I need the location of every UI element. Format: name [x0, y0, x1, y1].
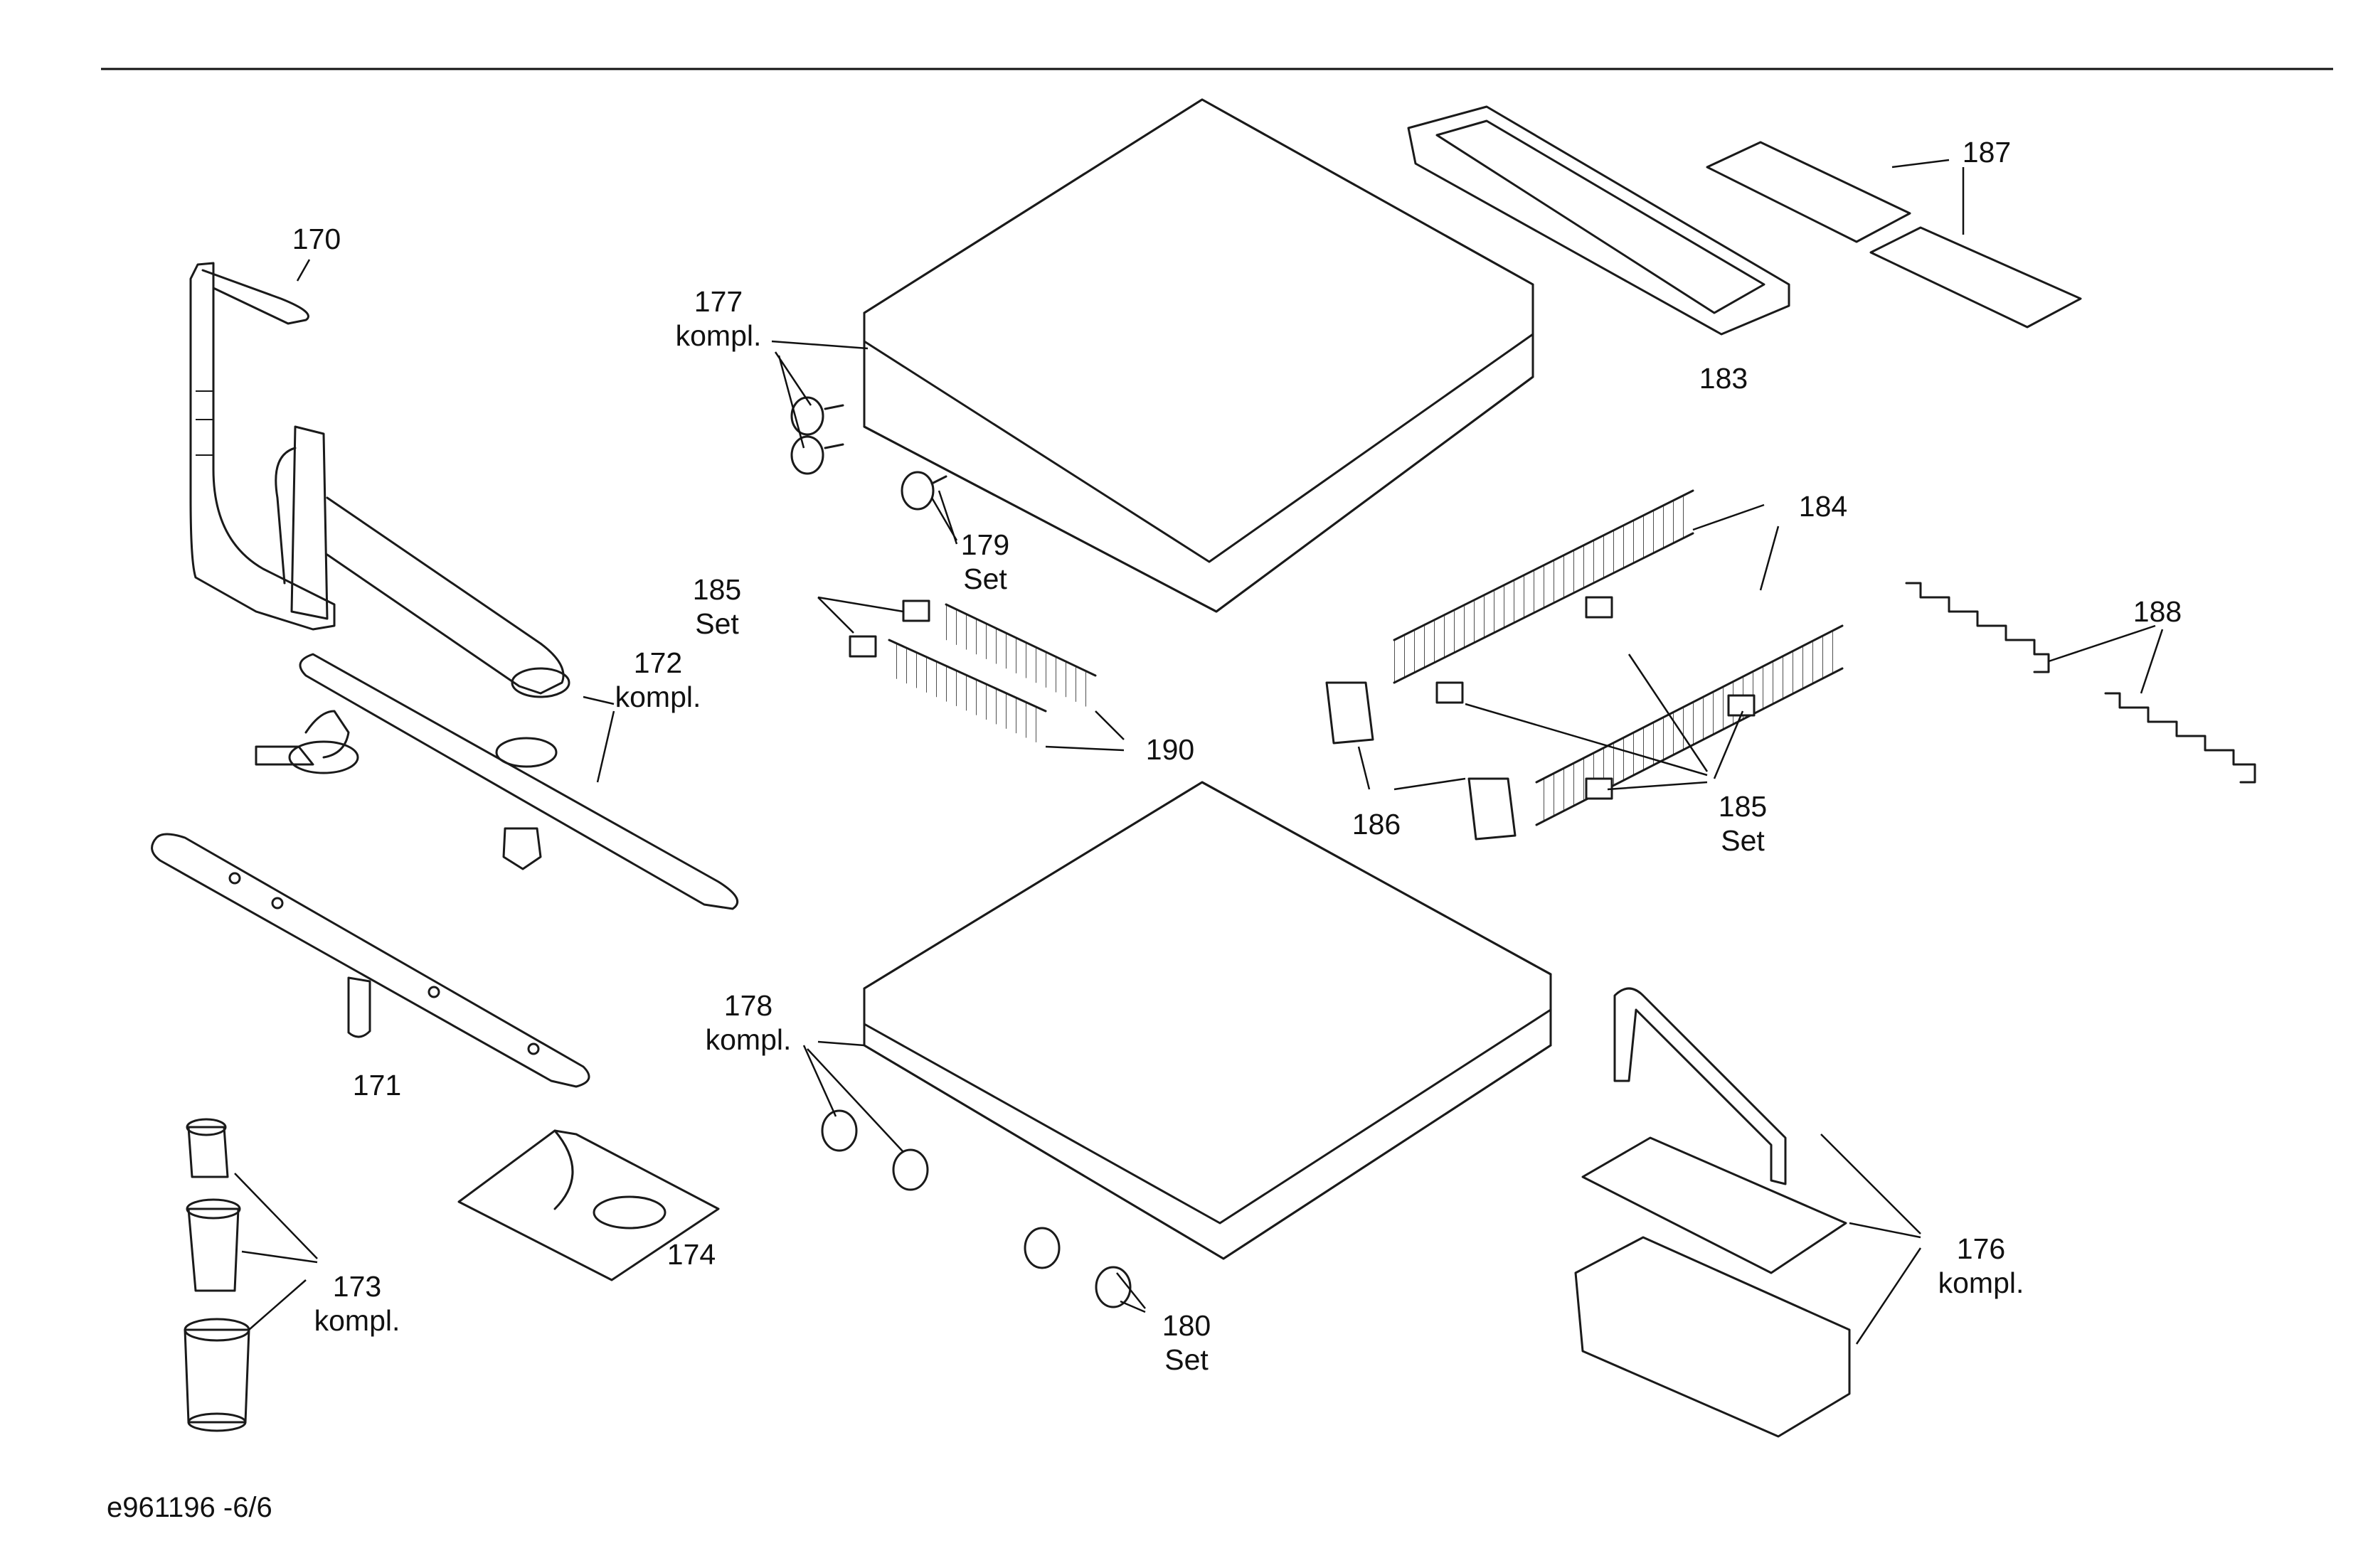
part-171-lower-spray-arm	[151, 833, 590, 1088]
callout-170: 170	[292, 223, 341, 255]
part-170-supply-pipe	[189, 262, 359, 774]
part-176-cutlery-basket	[1574, 987, 1851, 1438]
part-177-upper-basket	[863, 98, 1534, 613]
part-185-clips	[849, 596, 1756, 800]
part-177-rollers	[790, 396, 844, 475]
part-187-inserts	[1706, 141, 2082, 329]
document-code: e961196 -6/6	[107, 1492, 272, 1523]
part-179-roller	[901, 471, 947, 511]
callout-186: 186	[1352, 808, 1401, 841]
part-178-lower-basket	[863, 781, 1552, 1260]
callout-184: 184	[1798, 490, 1848, 523]
part-183-cutlery-tray	[1407, 105, 1790, 336]
leader-lines	[234, 159, 2164, 1345]
callout-190: 190	[1145, 733, 1195, 766]
part-186-brackets	[1325, 681, 1517, 841]
part-174-flat-filter	[457, 1129, 720, 1281]
callout-183: 183	[1699, 362, 1748, 395]
part-190-tine-rows	[888, 603, 1097, 747]
part-178-rollers	[821, 1109, 929, 1191]
callout-188: 188	[2133, 595, 2182, 628]
callout-174: 174	[667, 1238, 716, 1271]
callout-171: 171	[352, 1069, 402, 1102]
part-172-upper-spray-arm	[275, 425, 739, 910]
part-180-rollers	[1024, 1227, 1132, 1308]
part-173-filter-set	[184, 1118, 250, 1432]
part-188-rails	[1905, 582, 2256, 784]
callout-187: 187	[1962, 136, 2012, 169]
